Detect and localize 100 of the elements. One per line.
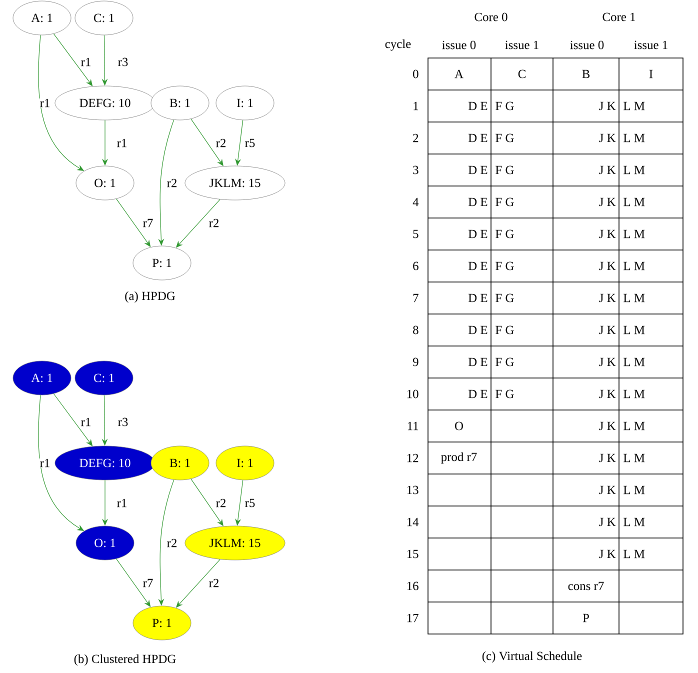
table-cell: L M [624,454,645,462]
table-cell: F G [496,166,514,174]
table-cell: J K [599,454,616,462]
edge-label: r7 [142,218,154,228]
graph-node: O: 1 [76,166,134,200]
table-cell: J K [599,102,616,110]
cycle-number: 10 [407,390,418,398]
table-cell: J K [599,326,616,334]
table-cell: D E [468,390,488,398]
cycle-number: 17 [407,614,418,622]
table-cell: F G [496,294,514,302]
table-cell: L M [624,518,645,526]
cycle-number: 12 [407,454,418,462]
table-cell: C [518,70,526,78]
table-cell: F G [496,326,514,334]
graph-node: A: 1 [12,360,72,396]
column-header: issue 0 [570,40,604,50]
graph-node: DEFG: 10 [54,446,156,480]
caption: (a) HPDG [125,291,176,303]
graph-node: I: 1 [216,86,274,120]
graph-node: C: 1 [74,0,134,36]
table-cell: L M [624,198,645,206]
table-cell: L M [624,486,645,494]
graph-node: A: 1 [12,0,72,36]
graph-node: P: 1 [132,606,192,640]
edge-label: r1 [80,57,92,67]
table-cell: L M [624,390,645,398]
cycle-number: 14 [407,518,419,526]
table-cell: D E [468,326,488,334]
graph-node: B: 1 [150,86,210,120]
column-header: issue 1 [634,40,668,50]
cycle-number: 1 [414,102,418,110]
table-cell: L M [624,294,645,302]
graph-node: O: 1 [76,526,134,560]
edge-label: r2 [166,538,178,548]
edge-label: r1 [39,98,51,108]
table-cell: J K [599,166,616,174]
table-cell: L M [624,134,645,142]
cycle-number: 2 [413,134,418,142]
graph-node: C: 1 [74,360,134,396]
table-cell: J K [599,230,616,238]
edge-label: r2 [215,498,227,508]
graph-node: JKLM: 15 [184,166,286,200]
edge-label: r3 [117,57,129,67]
table-cell: D E [468,102,488,110]
table-cell: I [649,70,653,78]
cycle-number: 15 [407,550,418,558]
table-cell: F G [496,230,514,238]
cycle-number: 5 [413,230,418,238]
edge-label: r1 [80,417,92,427]
table-cell: B [582,70,590,78]
edge-label: r5 [244,498,256,508]
column-header: Core 1 [602,12,636,22]
table-cell: J K [599,422,616,430]
table-cell: L M [624,422,645,430]
table-cell: L M [624,550,645,558]
table-cell: J K [599,518,616,526]
graph-node: I: 1 [216,446,274,480]
cycle-number: 8 [413,326,418,334]
table-cell: L M [624,230,645,238]
table-cell: J K [599,550,616,558]
cycle-number: 13 [407,486,418,494]
edge-label: r2 [215,138,227,148]
table-cell: J K [599,358,616,366]
table-cell: F G [496,198,514,206]
table-cell: cons r7 [568,582,604,590]
cycle-number: 4 [412,198,419,206]
graph-node: DEFG: 10 [54,86,156,120]
edge-label: r1 [116,498,128,508]
cycle-number: 9 [412,358,418,366]
table-cell: J K [599,134,616,142]
table-cell: prod r7 [441,452,477,464]
caption: (c) Virtual Schedule [482,651,582,663]
column-header: cycle [385,39,411,51]
column-header: issue 0 [442,40,476,50]
table-cell: L M [624,326,645,334]
graph-node: P: 1 [132,246,192,280]
table-cell: L M [624,166,645,174]
table-cell: J K [599,198,616,206]
edge-label: r2 [166,178,178,188]
column-header: issue 1 [505,40,538,50]
table-cell: F G [496,134,514,142]
edge-label: r3 [117,417,129,427]
table-cell: J K [599,262,616,270]
cycle-number: 3 [413,166,418,174]
table-cell: D E [468,294,488,302]
table-cell: J K [599,294,616,302]
table-cell: F G [496,102,514,110]
table-cell: J K [599,390,616,398]
table-cell: L M [624,358,645,366]
cycle-number: 16 [407,582,418,590]
table-cell: F G [496,262,514,270]
graph-node: B: 1 [150,446,210,480]
column-header: Core 0 [474,12,508,22]
table-cell: F G [496,358,514,366]
caption: (b) Clustered HPDG [74,654,176,666]
edge-label: r2 [208,218,220,228]
table-cell: D E [468,134,488,142]
table-cell: J K [599,486,616,494]
cycle-number: 6 [413,262,418,270]
